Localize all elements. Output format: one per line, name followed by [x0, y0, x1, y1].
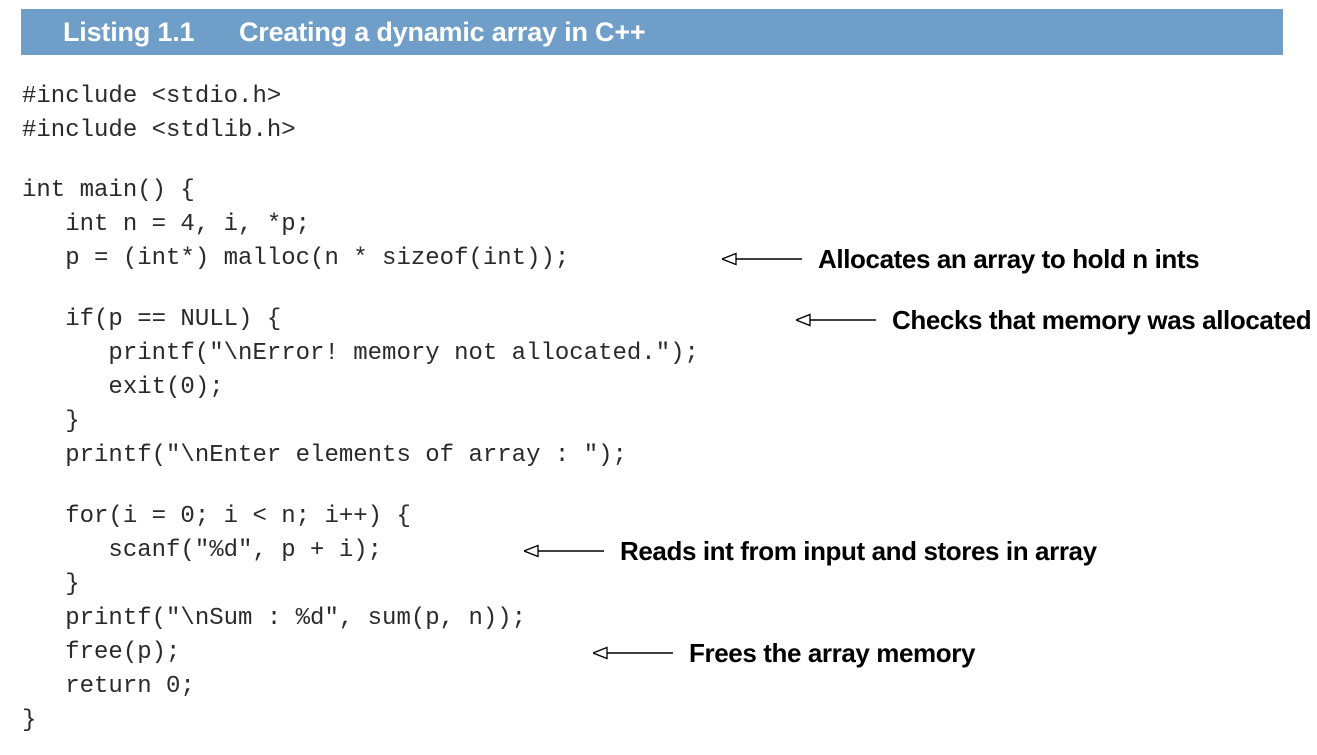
- annotation-text: Allocates an array to hold n ints: [818, 243, 1200, 274]
- code-line: #include <stdlib.h>: [22, 117, 296, 144]
- code-line: printf("\nSum : %d", sum(p, n));: [22, 605, 527, 632]
- code-line: return 0;: [22, 673, 195, 700]
- code-line: int main() {: [22, 177, 195, 204]
- annotation-checks: Checks that memory was allocated: [796, 304, 1312, 335]
- code-line: p = (int*) malloc(n * sizeof(int));: [22, 245, 570, 272]
- code-line: #include <stdio.h>: [22, 83, 282, 110]
- listing-title: Creating a dynamic array in C++: [239, 17, 646, 47]
- arrow-left-icon: [524, 543, 604, 559]
- code-line: free(p);: [22, 639, 181, 666]
- arrow-left-icon: [593, 645, 673, 661]
- annotation-text: Reads int from input and stores in array: [620, 535, 1097, 566]
- arrow-left-icon: [722, 251, 802, 267]
- annotation-allocates: Allocates an array to hold n ints: [722, 243, 1200, 274]
- code-line: int n = 4, i, *p;: [22, 211, 311, 238]
- annotation-text: Frees the array memory: [689, 637, 976, 668]
- listing-number: Listing 1.1: [63, 17, 195, 47]
- code-line: if(p == NULL) {: [22, 306, 282, 333]
- code-line: }: [22, 571, 80, 598]
- annotation-frees: Frees the array memory: [593, 638, 975, 668]
- annotation-text: Checks that memory was allocated: [892, 304, 1312, 335]
- code-line: printf("\nError! memory not allocated.")…: [22, 340, 699, 367]
- code-line: exit(0);: [22, 374, 224, 401]
- code-line: scanf("%d", p + i);: [22, 537, 383, 564]
- code-line: }: [22, 707, 37, 734]
- code-line: printf("\nEnter elements of array : ");: [22, 442, 627, 469]
- annotation-reads: Reads int from input and stores in array: [524, 536, 1097, 566]
- code-line: }: [22, 408, 80, 435]
- arrow-left-icon: [796, 312, 876, 328]
- listing-header: Listing 1.1 Creating a dynamic array in …: [21, 9, 1283, 55]
- code-line: for(i = 0; i < n; i++) {: [22, 503, 411, 530]
